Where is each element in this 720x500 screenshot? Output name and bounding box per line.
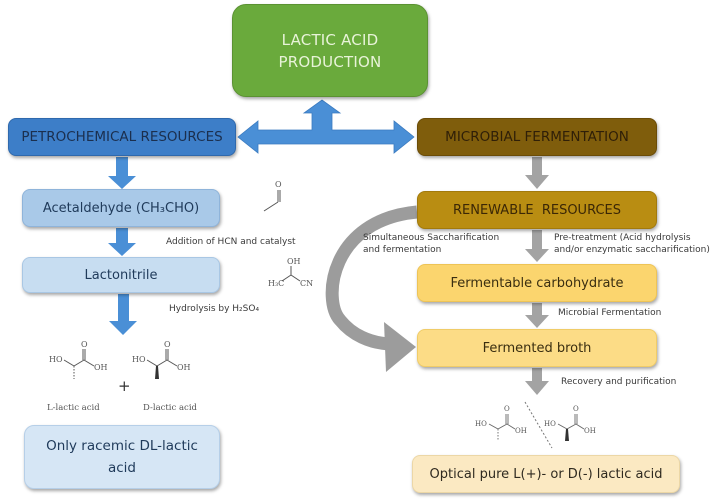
racemic-dl-lactic-acid-box: Only racemic DL-lactic acid (24, 425, 220, 489)
arrow-carbohydrate-to-broth (525, 303, 549, 328)
l-lactic-acid-structure-right (488, 414, 516, 441)
l-lactic-o: O (81, 340, 88, 349)
microbial-fermentation-label: Microbial Fermentation (558, 308, 662, 318)
ssf-label: Simultaneous Saccharification and fermen… (363, 232, 499, 256)
plus-sign: + (118, 377, 131, 395)
lactonitrile-h3c: H₃C (268, 279, 285, 288)
curved-arrow-ssf (325, 205, 418, 351)
right-d-lactic-o: O (573, 405, 579, 413)
recovery-purification-label: Recovery and purification (561, 377, 677, 387)
title-line-2: PRODUCTION (278, 52, 382, 71)
optical-pure-lactic-acid-box: Optical pure L(+)- or D(-) lactic acid (412, 455, 680, 493)
right-d-lactic-ho: HO (544, 420, 556, 428)
ssf-line-2: and fermentation (363, 245, 442, 255)
hydrolysis-label: Hydrolysis by H₂SO₄ (169, 304, 260, 314)
arrow-micro-to-renewable (525, 157, 549, 189)
optical-pure-label: Optical pure L(+)- or D(-) lactic acid (429, 466, 663, 482)
l-lactic-acid-label: L-lactic acid (47, 403, 100, 413)
arrow-petro-to-acetaldehyde (108, 157, 136, 189)
d-lactic-ho: HO (132, 355, 146, 364)
arrow-renewable-to-carbohydrate (525, 230, 549, 262)
hcn-addition-label: Addition of HCN and catalyst (166, 237, 296, 247)
enantiomer-separator (524, 401, 553, 449)
curved-arrow-ssf-head (384, 322, 416, 372)
l-lactic-oh: OH (94, 363, 108, 372)
racemic-line-1: Only racemic DL-lactic (46, 438, 198, 454)
lactonitrile-cn: CN (300, 279, 314, 288)
d-lactic-acid-label: D-lactic acid (143, 403, 197, 413)
petrochemical-resources-box: PETROCHEMICAL RESOURCES (8, 118, 236, 156)
pretreatment-label: Pre-treatment (Acid hydrolysis and/or en… (554, 232, 710, 256)
lactonitrile-oh: OH (287, 257, 301, 266)
lactonitrile-label: Lactonitrile (84, 267, 158, 283)
d-lactic-oh: OH (177, 363, 191, 372)
pretreatment-line-2: and/or enzymatic saccharification) (554, 245, 710, 255)
lactic-acid-production-box: LACTIC ACID PRODUCTION (232, 4, 428, 97)
arrow-lactonitrile-to-products (109, 294, 137, 335)
acetaldehyde-label: Acetaldehyde (CH₃CHO) (42, 200, 200, 216)
racemic-line-2: acid (107, 460, 136, 476)
microbial-header: MICROBIAL FERMENTATION (445, 129, 629, 145)
l-lactic-ho: HO (49, 355, 63, 364)
double-arrow-horizontal (237, 99, 415, 154)
acetaldehyde-structure (263, 190, 281, 212)
right-d-lactic-oh: OH (584, 427, 596, 435)
l-lactic-acid-structure-left (63, 349, 95, 379)
d-lactic-acid-structure-right (557, 414, 585, 441)
lactonitrile-box: Lactonitrile (22, 257, 220, 293)
microbial-fermentation-box: MICROBIAL FERMENTATION (417, 118, 657, 156)
renewable-resources-box: RENEWABLE RESOURCES (417, 191, 657, 229)
d-lactic-o: O (164, 340, 171, 349)
renewable-label: RENEWABLE RESOURCES (452, 202, 622, 218)
arrow-acetaldehyde-to-lactonitrile (108, 228, 136, 256)
pretreatment-line-1: Pre-treatment (Acid hydrolysis (554, 233, 691, 243)
lactonitrile-structure (281, 266, 301, 282)
fermentable-carbohydrate-label: Fermentable carbohydrate (450, 275, 624, 291)
right-l-lactic-o: O (504, 405, 510, 413)
fermented-broth-label: Fermented broth (482, 340, 592, 356)
ssf-line-1: Simultaneous Saccharification (363, 233, 500, 243)
acetaldehyde-oxygen: O (275, 180, 282, 189)
petrochemical-header: PETROCHEMICAL RESOURCES (21, 129, 223, 145)
d-lactic-acid-structure-left (146, 349, 178, 379)
fermented-broth-box: Fermented broth (417, 329, 657, 367)
fermentable-carbohydrate-box: Fermentable carbohydrate (417, 264, 657, 302)
title-line-1: LACTIC ACID (281, 30, 379, 49)
arrow-broth-to-products (525, 368, 549, 395)
right-l-lactic-ho: HO (475, 420, 487, 428)
acetaldehyde-box: Acetaldehyde (CH₃CHO) (22, 189, 220, 227)
right-l-lactic-oh: OH (515, 427, 527, 435)
